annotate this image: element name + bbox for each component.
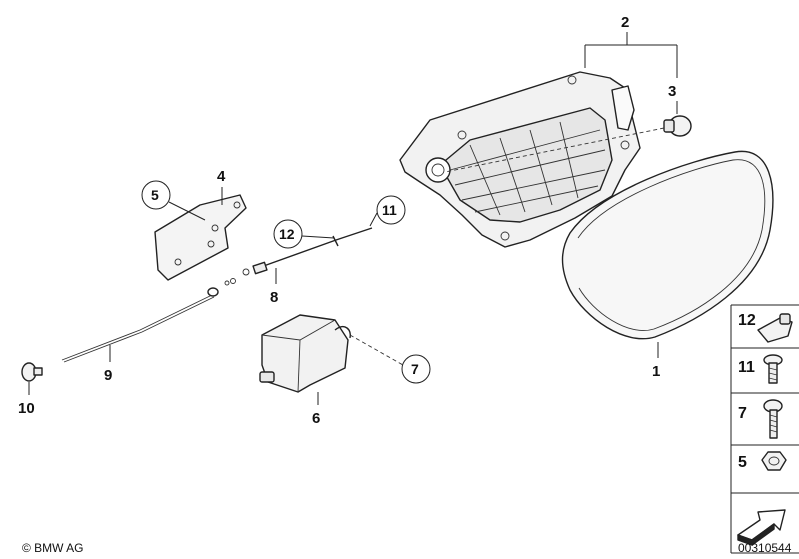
side-panel <box>730 304 799 554</box>
side-item-clip[interactable]: 12 <box>738 312 793 343</box>
callout-8: 8 <box>270 289 278 306</box>
side-item-screw-7[interactable]: 7 <box>738 399 783 439</box>
arrow-icon <box>737 509 786 546</box>
copyright-text: © BMW AG <box>22 541 84 555</box>
callout-5-circle: 5 <box>141 180 171 210</box>
callout-4: 4 <box>217 168 226 185</box>
callout-3: 3 <box>668 83 676 100</box>
svg-text:5: 5 <box>151 187 159 203</box>
callout-6: 6 <box>312 410 320 427</box>
callout-10: 10 <box>18 400 35 417</box>
side-item-nut[interactable]: 5 <box>738 451 787 471</box>
pull-cable[interactable] <box>61 287 219 363</box>
callout-11-circle: 11 <box>376 195 406 225</box>
svg-text:12: 12 <box>279 226 295 242</box>
side-item-screw-11[interactable]: 11 <box>738 354 783 384</box>
actuator-motor[interactable] <box>259 314 352 393</box>
pull-handle[interactable] <box>21 362 43 382</box>
fuel-flap-cover[interactable] <box>561 150 774 340</box>
svg-text:7: 7 <box>411 361 419 377</box>
side-label-12: 12 <box>738 312 756 329</box>
side-label-7: 7 <box>738 405 747 422</box>
side-label-11: 11 <box>738 359 755 376</box>
callout-7-circle: 7 <box>401 354 431 384</box>
svg-text:11: 11 <box>382 202 397 218</box>
callout-2: 2 <box>621 14 629 31</box>
callout-12-circle: 12 <box>273 219 303 249</box>
callout-9: 9 <box>104 367 112 384</box>
fuel-filler-housing[interactable] <box>399 71 641 248</box>
release-cable[interactable] <box>224 227 373 286</box>
bumper-part[interactable] <box>663 115 692 137</box>
callout-1: 1 <box>652 363 660 380</box>
diagram-id: 00310544 <box>738 541 792 555</box>
side-label-5: 5 <box>738 454 747 471</box>
bracket-part[interactable] <box>154 194 247 281</box>
